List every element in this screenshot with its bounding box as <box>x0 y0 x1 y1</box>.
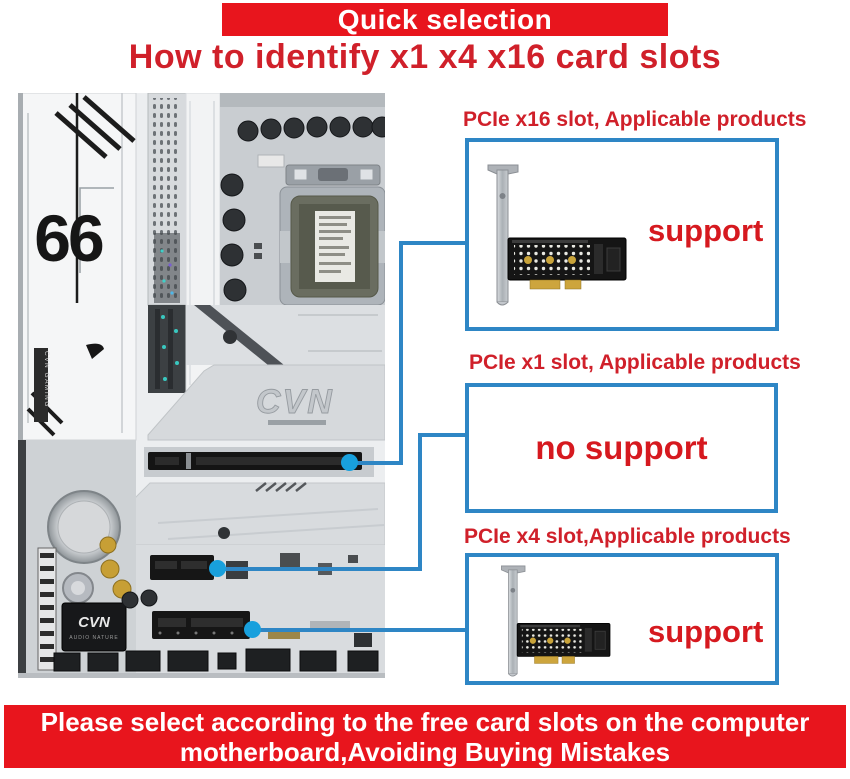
m2-heatsink-lower <box>129 482 385 546</box>
audio-box-logo: CVN <box>78 614 111 631</box>
x16-callout-line-h2 <box>399 241 465 245</box>
m2-heatsink-plate: CVN <box>147 364 385 441</box>
x16-callout-title: PCIe x16 slot, Applicable products <box>463 108 807 131</box>
hazard-strip <box>37 547 57 671</box>
x4-callout-line <box>253 628 465 632</box>
x16-callout-line-v <box>399 241 403 465</box>
ram-slots <box>148 305 186 393</box>
shroud-badge-number: 66 <box>34 201 103 275</box>
x1-callout-line-h1 <box>218 567 422 571</box>
audio-box-label: AUDIO NATURE <box>69 635 118 641</box>
shroud-vertical-label: CVN GAMING <box>43 351 50 408</box>
x1-callout-line-v <box>418 433 422 571</box>
pcie-x1-slot <box>121 555 214 609</box>
motherboard-photo: 66 CVN GAMING <box>18 93 385 678</box>
m2-plate-logo: CVN <box>256 383 334 421</box>
quick-selection-label: Quick selection <box>337 3 553 35</box>
x4-callout-title: PCIe x4 slot,Applicable products <box>464 525 791 548</box>
x1-callout-line-h2 <box>418 433 465 437</box>
chipset-heatsink-upper <box>186 305 385 365</box>
x4-support-status: support <box>648 614 764 649</box>
x16-callout-box <box>465 138 779 331</box>
footer-banner: Please select according to the free card… <box>4 705 846 768</box>
footer-line1: Please select according to the free card… <box>40 706 810 737</box>
io-shroud: 66 CVN GAMING <box>18 93 137 441</box>
front-panel-headers <box>53 648 379 672</box>
capacitor-row <box>237 116 385 142</box>
x4-adapter-card-image <box>501 565 611 677</box>
x16-callout-line-h1 <box>350 461 403 465</box>
x16-adapter-card-image <box>487 164 627 306</box>
quick-selection-banner: Quick selection <box>222 3 668 36</box>
x1-support-status: no support <box>535 429 708 466</box>
pcie-x16-slot: PCIEX16 <box>144 447 374 491</box>
page-title: How to identify x1 x4 x16 card slots <box>128 38 722 76</box>
x16-slot-marker-dot <box>341 454 358 471</box>
cpu-socket <box>279 164 385 306</box>
x1-slot-marker-dot <box>209 560 226 577</box>
pcie-x4-slot <box>152 611 250 639</box>
audio-section: CVN AUDIO NATURE <box>61 536 132 652</box>
x1-callout-title: PCIe x1 slot, Applicable products <box>469 351 801 374</box>
x4-slot-marker-dot <box>244 621 261 638</box>
x16-support-status: support <box>648 213 764 248</box>
footer-line2: motherboard,Avoiding Buying Mistakes <box>179 736 671 767</box>
x1-callout-box: no support <box>465 383 778 513</box>
perforated-panel <box>147 93 187 306</box>
